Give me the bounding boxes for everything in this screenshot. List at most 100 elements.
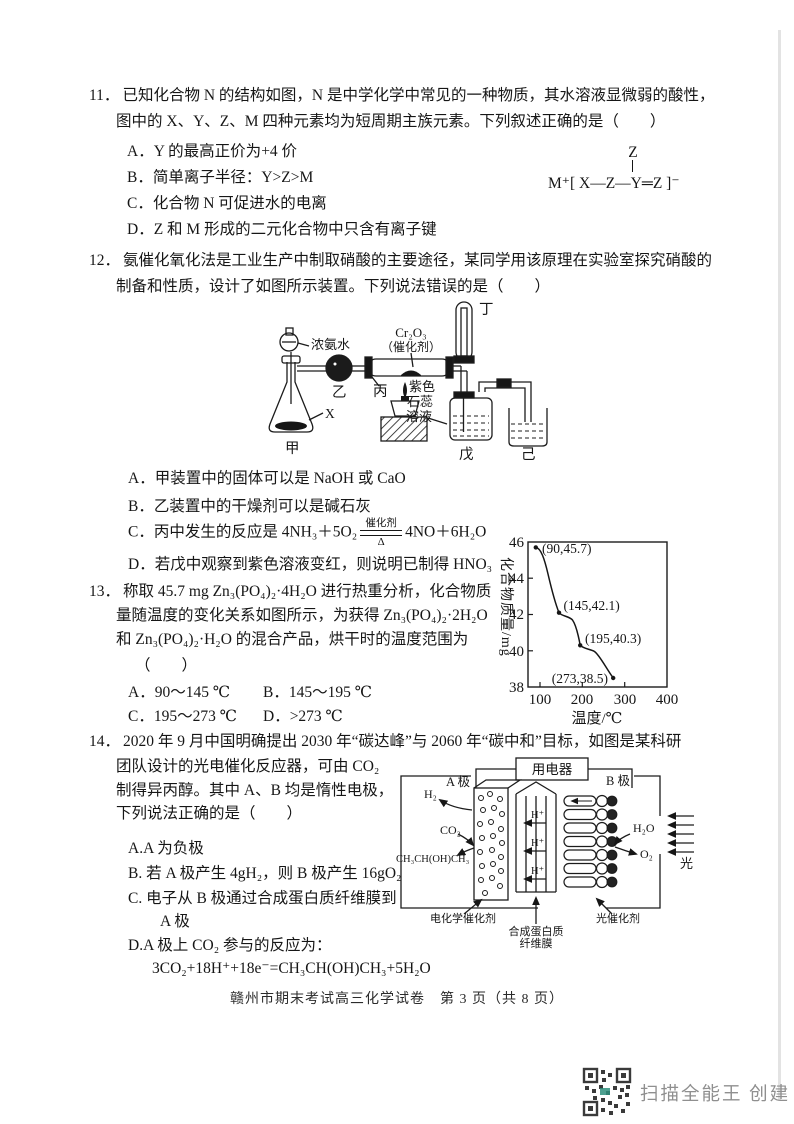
granule: [498, 854, 504, 860]
point-label-3: (195,40.3): [585, 631, 641, 646]
gas-tube-ding: [455, 301, 473, 361]
x-pointer-line: [308, 412, 324, 421]
equals-line: [360, 530, 403, 536]
catalyst-paren-label: （催化剂）: [381, 339, 441, 354]
ylabel-38: 38: [509, 680, 524, 696]
granule: [498, 868, 504, 874]
q14-option-b: B. 若 A 极产生 4gH₂，则 B 极产生 16gO₂: [128, 865, 402, 882]
ammonia-pointer-line: [297, 342, 310, 347]
q12-line2: 制备和性质，设计了如图所示装置。下列说法错误的是（ ）: [116, 278, 551, 295]
qr-code: [582, 1067, 632, 1117]
q14-line3: 制得异丙醇。其中 A、B 均是惰性电极，: [116, 782, 394, 799]
membrane-label-1: 合成蛋白质: [509, 924, 564, 938]
condition-under: Δ: [377, 536, 385, 548]
data-point-4: [611, 675, 616, 681]
outer-circuit-left: [400, 775, 538, 909]
catalyst-bump: [401, 370, 421, 376]
h2-arrow: [438, 798, 473, 811]
tube-end: [595, 835, 609, 848]
watermark-text: 扫描全能王 创建: [640, 1085, 791, 1105]
q13-line3: 和 Zn₃(PO₄)₂·H₂O 的混合产品，烘干时的温度范围为: [116, 631, 469, 648]
xlabel-300: 300: [614, 692, 637, 708]
tube-end: [595, 862, 609, 875]
product-label: CH₃CH(OH)CH₃: [396, 854, 470, 865]
q14-option-d: D.A 极上 CO₂ 参与的反应为：: [128, 937, 332, 954]
point-label-4: (273,38.5): [552, 671, 608, 686]
membrane-top: [515, 781, 557, 795]
ding-label: 丁: [479, 302, 494, 318]
h2o-label: H₂O: [633, 821, 655, 835]
q13-option-b: B．145～195 ℃: [263, 684, 373, 701]
tube-row: [563, 808, 597, 821]
catalyst-formula-label: Cr₂O₃: [395, 325, 426, 340]
outer-circuit-right-bottom: [606, 854, 661, 909]
q12-option-d: D．若戊中观察到紫色溶液变红，则说明已制得 HNO₃: [128, 556, 493, 573]
tube-end: [595, 808, 609, 821]
q11-option-c: C．化合物 N 可促进水的电离: [127, 195, 327, 212]
lamp-flame: [403, 382, 407, 398]
lamp-body: [390, 400, 420, 417]
tube-end-dark: [606, 809, 618, 820]
litmus-label-2: 石蕊: [407, 394, 433, 409]
bing-label: 丙: [373, 384, 388, 400]
electrode-a-label: A 极: [446, 775, 470, 789]
bing-pointer-line: [371, 376, 380, 387]
bottle-wu: [449, 397, 493, 441]
q12-option-c-pre: C．丙中发生的反应是 4NH₃＋5O₂: [128, 523, 358, 541]
granule: [489, 875, 495, 881]
granule: [497, 883, 503, 889]
tube-row: [563, 849, 597, 861]
electrode-a-block: [473, 787, 509, 901]
xlabel-100: 100: [529, 692, 552, 708]
q13-line1-text: 称取 45.7 mg Zn₃(PO₄)₂·4H₂O 进行热重分析，化合物质: [123, 583, 492, 600]
q13-option-a: A．90～145 ℃: [128, 684, 231, 701]
litmus-label-1: 紫色: [409, 379, 435, 394]
tube-cap-left: [364, 356, 373, 379]
xlabel-400: 400: [656, 692, 679, 708]
gas-tube-inner: [460, 307, 468, 357]
q14-line1-text: 2020 年 9 月中国明确提出 2030 年“碳达峰”与 2060 年“碳中和…: [123, 733, 682, 750]
tube-cap-right: [445, 356, 454, 379]
q13-option-c: C．195～273 ℃: [128, 708, 238, 725]
hplus-label-1: H⁺: [531, 810, 544, 821]
appliance-label: 用电器: [532, 762, 573, 777]
wu-label: 戊: [459, 446, 474, 463]
q13-chart-xlabel: 温度/℃: [572, 710, 623, 727]
q11-line2: 图中的 X、Y、Z、M 四种元素均为短周期主族元素。下列叙述正确的是（ ）: [116, 113, 666, 130]
granule: [478, 877, 484, 883]
tube-end: [595, 875, 609, 889]
co2-label: CO₂: [440, 823, 461, 837]
q12-apparatus-diagram: 浓氨水 Cr₂O₃ （催化剂） X 甲 乙 丙 丁 戊 己 紫色 石蕊 溶液: [268, 301, 548, 463]
granule: [487, 791, 493, 797]
data-point-2: [556, 610, 562, 615]
q14-option-c-cont: A 极: [160, 913, 190, 930]
cat-right-arrow: [595, 897, 613, 915]
q13-line1: 13．称取 45.7 mg Zn₃(PO₄)₂·4H₂O 进行热重分析，化合物质: [89, 581, 491, 602]
granule: [477, 849, 483, 855]
q14-line2: 团队设计的光电催化反应器，可由 CO₂: [116, 758, 380, 775]
condition-over: 催化剂: [365, 518, 397, 529]
cat-left-label: 电化学催化剂: [430, 911, 496, 925]
data-point-1: [533, 545, 538, 550]
tube-end: [595, 794, 609, 808]
tube-row: [563, 862, 597, 875]
scan-edge-artifact: [778, 30, 781, 1100]
granule: [498, 826, 504, 832]
q12-line1: 12．氨催化氧化法是工业生产中制取硝酸的主要途径，某同学用该原理在实验室探究硝酸…: [89, 250, 712, 271]
granule: [490, 833, 496, 839]
tube-end-dark: [606, 836, 618, 847]
q14-option-d-equation: 3CO₂+18H⁺+18e⁻=CH₃CH(OH)CH₃+5H₂O: [152, 960, 431, 977]
q11-line1: 11．已知化合物 N 的结构如图，N 是中学化学中常见的一种物质，其水溶液显微弱…: [89, 85, 714, 106]
ji-label: 己: [521, 447, 536, 463]
q14-option-c: C. 电子从 B 极通过合成蛋白质纤维膜到: [128, 890, 397, 907]
q14-option-a: A.A 为负极: [128, 840, 204, 857]
tube-end-dark: [606, 795, 618, 807]
q11-option-a: A．Y 的最高正价为+4 价: [127, 143, 298, 160]
reaction-condition: 催化剂 Δ: [360, 518, 403, 548]
solid-x: [275, 421, 307, 431]
wire-right: [588, 768, 633, 788]
granule: [499, 811, 505, 817]
qr-green-tint: [600, 1088, 610, 1095]
